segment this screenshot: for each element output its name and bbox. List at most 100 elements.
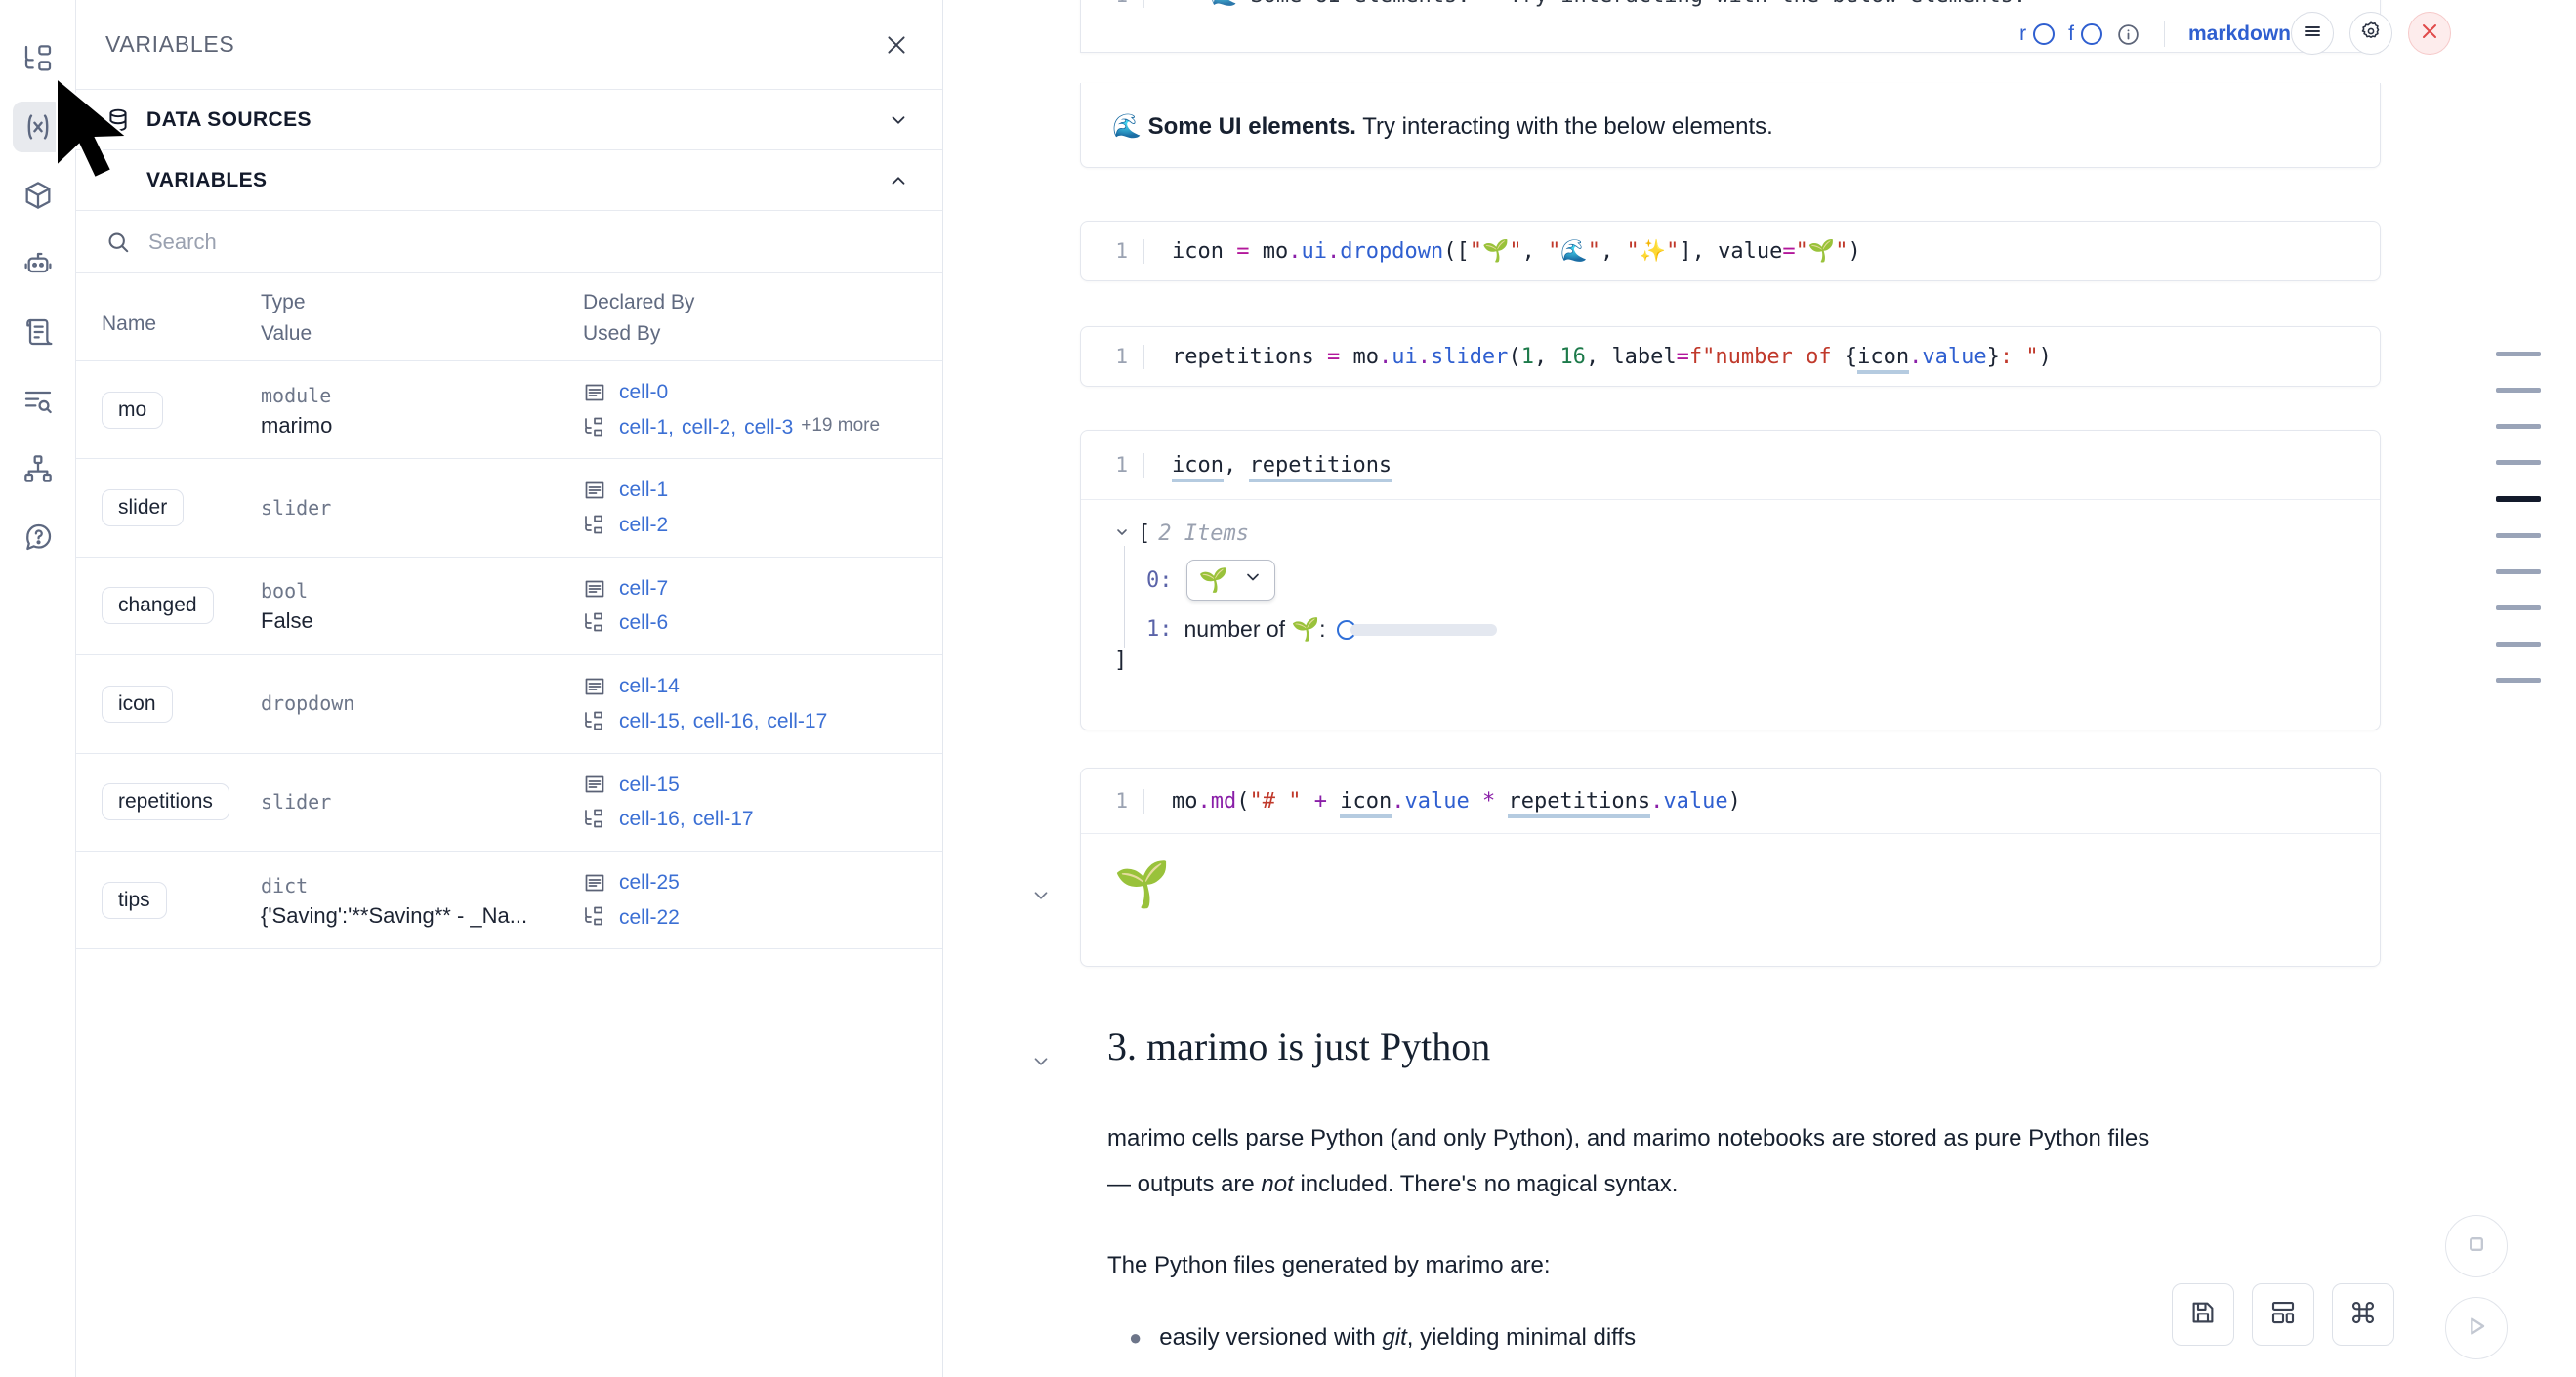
cell-link[interactable]: cell-3 xyxy=(744,415,794,438)
accordion-variables[interactable]: VARIABLES xyxy=(76,150,942,211)
minimap-line[interactable] xyxy=(2496,605,2541,610)
dropdown-input[interactable]: 🌱 xyxy=(1185,560,1276,601)
code-token xyxy=(1249,239,1262,264)
code-token: ) xyxy=(1727,788,1741,814)
sidebar-item-file-explorer[interactable] xyxy=(13,33,63,84)
sidebar-item-chat[interactable] xyxy=(13,238,63,289)
cell-link[interactable]: cell-25 xyxy=(619,870,680,894)
cell-menu-button[interactable] xyxy=(2291,12,2334,55)
cell-language-label[interactable]: markdown xyxy=(2187,22,2291,45)
cell-settings-button[interactable] xyxy=(2349,12,2392,55)
code-token: "🌊" xyxy=(1548,238,1600,264)
variable-type: module xyxy=(261,383,332,407)
search-bar xyxy=(76,211,942,273)
minimap-line[interactable] xyxy=(2496,496,2541,502)
code-cell-icon[interactable]: 1 icon = mo.ui.dropdown(["🌱", "🌊", "✨"],… xyxy=(1080,221,2381,281)
slider-input[interactable] xyxy=(1337,619,1498,640)
cell-link[interactable]: cell-15 xyxy=(619,772,680,796)
sidebar-item-variables[interactable] xyxy=(12,102,63,152)
search-input[interactable] xyxy=(148,229,913,255)
save-button[interactable] xyxy=(2172,1283,2234,1346)
sidebar-item-scratchpad[interactable] xyxy=(13,307,63,357)
layout-button[interactable] xyxy=(2252,1283,2314,1346)
accordion-data-sources[interactable]: DATA SOURCES xyxy=(76,90,942,150)
code-token: mo xyxy=(1352,344,1379,369)
sidebar-item-packages[interactable] xyxy=(13,170,63,221)
cell-link[interactable]: cell-16, xyxy=(692,709,760,732)
sidebar-item-dependency-graph[interactable] xyxy=(13,443,63,494)
command-palette-button[interactable] xyxy=(2332,1283,2394,1346)
variable-name-pill[interactable]: changed xyxy=(102,587,214,625)
chevron-down-icon xyxy=(1034,892,1048,899)
stop-button[interactable] xyxy=(2445,1215,2508,1277)
close-icon xyxy=(2418,20,2441,48)
variable-name-pill[interactable]: slider xyxy=(102,489,185,527)
variable-name-pill[interactable]: icon xyxy=(102,685,173,723)
code-token xyxy=(1340,345,1352,369)
code-token: = xyxy=(1326,344,1341,369)
cell-link[interactable]: cell-15, xyxy=(619,709,686,732)
cell-link[interactable]: cell-6 xyxy=(619,611,669,635)
used-by-row: cell-2 xyxy=(583,508,925,543)
code-token xyxy=(1301,789,1313,814)
variable-name-pill[interactable]: repetitions xyxy=(102,783,229,821)
tree-close-bracket: ] xyxy=(1114,648,1128,673)
cell-link[interactable]: cell-16, xyxy=(619,808,686,831)
toggle-f-switch[interactable] xyxy=(2080,23,2102,45)
cell-delete-button[interactable] xyxy=(2408,12,2451,55)
code-cell-repetitions[interactable]: 1 repetitions = mo.ui.slider(1, 16, labe… xyxy=(1080,326,2381,387)
save-icon xyxy=(2188,1298,2218,1332)
minimap-line[interactable] xyxy=(2496,642,2541,647)
cell-link[interactable]: cell-1 xyxy=(619,479,669,502)
cell-link[interactable]: cell-2, xyxy=(682,415,737,438)
cell-link[interactable]: cell-1, xyxy=(619,415,675,438)
sidebar-item-help[interactable] xyxy=(13,512,63,563)
variable-name-pill[interactable]: tips xyxy=(102,881,167,919)
command-icon xyxy=(2348,1298,2378,1332)
collapse-section-button[interactable] xyxy=(1029,1050,1053,1073)
slider-track[interactable] xyxy=(1350,623,1498,636)
minimap-line[interactable] xyxy=(2496,569,2541,574)
toggle-f[interactable]: f xyxy=(2068,22,2102,46)
cell-link[interactable]: cell-0 xyxy=(619,381,669,403)
tree-collapse-caret[interactable] xyxy=(1114,522,1130,546)
info-icon[interactable] xyxy=(2116,22,2140,47)
cell-link[interactable]: cell-22 xyxy=(619,905,680,929)
run-button[interactable] xyxy=(2445,1297,2508,1359)
column-header-name: Name xyxy=(102,313,157,335)
collapse-markdown-output-button[interactable] xyxy=(1029,884,1053,907)
cell-link[interactable]: cell-17 xyxy=(692,808,754,831)
line-number: 1 xyxy=(1115,239,1128,263)
code-token: mo xyxy=(1262,238,1289,264)
toggle-r[interactable]: r xyxy=(2019,22,2056,46)
minimap-line[interactable] xyxy=(2496,460,2541,465)
cell-link[interactable]: cell-14 xyxy=(619,675,680,698)
sidebar-item-outline[interactable] xyxy=(13,375,63,426)
markdown-output-cell[interactable]: 1 mo.md("# " + icon.value * repetitions.… xyxy=(1080,768,2381,967)
variable-name-pill[interactable]: mo xyxy=(102,391,164,429)
minimap-line[interactable] xyxy=(2496,424,2541,429)
minimap-line[interactable] xyxy=(2496,533,2541,538)
minimap[interactable] xyxy=(2496,352,2558,714)
close-panel-button[interactable] xyxy=(884,32,909,58)
declared-by-row: cell-15 xyxy=(583,768,925,803)
help-icon xyxy=(22,522,54,553)
toggle-r-switch[interactable] xyxy=(2033,23,2056,45)
more-cells-label[interactable]: +19 more xyxy=(801,414,881,436)
minimap-line[interactable] xyxy=(2496,678,2541,683)
minimap-line[interactable] xyxy=(2496,388,2541,393)
cell-link[interactable]: cell-2 xyxy=(619,514,669,537)
ui-elements-cell[interactable]: 1 icon, repetitions [ 2 Items xyxy=(1080,430,2381,730)
minimap-line[interactable] xyxy=(2496,352,2541,356)
dropdown-value: 🌱 xyxy=(1198,566,1228,594)
chevron-down-icon xyxy=(1243,567,1263,593)
cell-link[interactable]: cell-7 xyxy=(619,576,669,600)
cell-link[interactable]: cell-17 xyxy=(767,709,828,732)
column-header-value: Value xyxy=(261,321,312,345)
